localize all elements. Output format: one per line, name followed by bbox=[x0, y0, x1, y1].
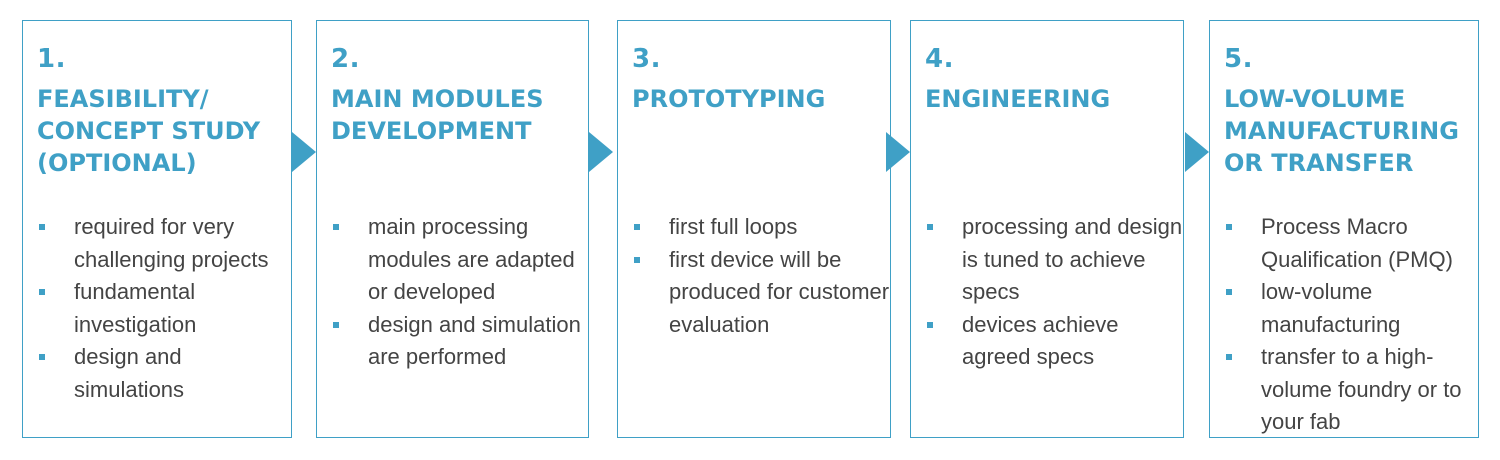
list-item: first full loops bbox=[632, 211, 890, 244]
stage-bullet-list: required for very challenging projects f… bbox=[37, 211, 291, 406]
square-bullet-icon bbox=[634, 224, 640, 230]
stage-bullet-list: Process Macro Qualification (PMQ) low-vo… bbox=[1224, 211, 1478, 439]
stage-3-box: 3. PROTOTYPING first full loops first de… bbox=[617, 20, 891, 438]
stage-title: FEASIBILITY/ CONCEPT STUDY (OPTIONAL) bbox=[37, 85, 261, 177]
list-item: main processing modules are adapted or d… bbox=[331, 211, 588, 309]
list-item-text: transfer to a high-volume foundry or to … bbox=[1261, 344, 1462, 434]
list-item: design and simulation are performed bbox=[331, 309, 588, 374]
square-bullet-icon bbox=[634, 256, 640, 263]
stage-number: 4. bbox=[925, 44, 954, 74]
square-bullet-icon bbox=[333, 321, 339, 328]
square-bullet-icon bbox=[1226, 224, 1232, 230]
list-item-text: devices achieve agreed specs bbox=[962, 311, 1119, 370]
list-item: design and simulations bbox=[37, 341, 291, 406]
stage-2-box: 2. MAIN MODULES DEVELOPMENT main process… bbox=[316, 20, 589, 438]
list-item-text: fundamental investigation bbox=[74, 279, 197, 337]
square-bullet-icon bbox=[333, 224, 339, 230]
list-item-text: low-volume manufacturing bbox=[1261, 279, 1401, 337]
stage-5-box: 5. LOW-VOLUME MANUFACTURING OR TRANSFER … bbox=[1209, 20, 1479, 438]
list-item-text: first device will be produced for custom… bbox=[669, 246, 890, 337]
square-bullet-icon bbox=[39, 289, 45, 295]
arrow-right-icon bbox=[1185, 132, 1209, 172]
list-item: first device will be produced for custom… bbox=[632, 244, 890, 342]
square-bullet-icon bbox=[39, 224, 45, 230]
list-item: low-volume manufacturing bbox=[1224, 276, 1478, 341]
list-item-text: first full loops bbox=[669, 214, 798, 239]
stage-title: LOW-VOLUME MANUFACTURING OR TRANSFER bbox=[1224, 85, 1459, 177]
stage-title: ENGINEERING bbox=[925, 85, 1111, 113]
list-item-text: Process Macro Qualification (PMQ) bbox=[1261, 214, 1453, 272]
list-item: processing and design is tuned to achiev… bbox=[925, 211, 1183, 309]
list-item: transfer to a high-volume foundry or to … bbox=[1224, 341, 1478, 439]
stage-number: 5. bbox=[1224, 44, 1253, 74]
list-item: fundamental investigation bbox=[37, 276, 291, 341]
stage-title: MAIN MODULES DEVELOPMENT bbox=[331, 85, 544, 145]
square-bullet-icon bbox=[927, 321, 933, 328]
stage-number: 2. bbox=[331, 44, 360, 74]
square-bullet-icon bbox=[39, 354, 45, 360]
arrow-right-icon bbox=[589, 132, 613, 172]
list-item: required for very challenging projects bbox=[37, 211, 291, 276]
square-bullet-icon bbox=[1226, 354, 1232, 360]
stage-1-box: 1. FEASIBILITY/ CONCEPT STUDY (OPTIONAL)… bbox=[22, 20, 292, 438]
list-item: Process Macro Qualification (PMQ) bbox=[1224, 211, 1478, 276]
square-bullet-icon bbox=[927, 224, 933, 230]
list-item-text: main processing modules are adapted or d… bbox=[368, 214, 575, 304]
arrow-right-icon bbox=[292, 132, 316, 172]
stage-number: 1. bbox=[37, 44, 66, 74]
list-item-text: processing and design is tuned to achiev… bbox=[962, 214, 1183, 304]
stage-bullet-list: main processing modules are adapted or d… bbox=[331, 211, 588, 374]
stage-number: 3. bbox=[632, 44, 661, 74]
list-item-text: design and simulations bbox=[74, 344, 185, 402]
list-item: devices achieve agreed specs bbox=[925, 309, 1183, 374]
stage-bullet-list: first full loops first device will be pr… bbox=[632, 211, 890, 341]
list-item-text: design and simulation are performed bbox=[368, 311, 581, 370]
arrow-right-icon bbox=[886, 132, 910, 172]
list-item-text: required for very challenging projects bbox=[74, 214, 269, 272]
stage-bullet-list: processing and design is tuned to achiev… bbox=[925, 211, 1183, 374]
stage-title: PROTOTYPING bbox=[632, 85, 826, 113]
square-bullet-icon bbox=[1226, 289, 1232, 295]
stage-4-box: 4. ENGINEERING processing and design is … bbox=[910, 20, 1184, 438]
